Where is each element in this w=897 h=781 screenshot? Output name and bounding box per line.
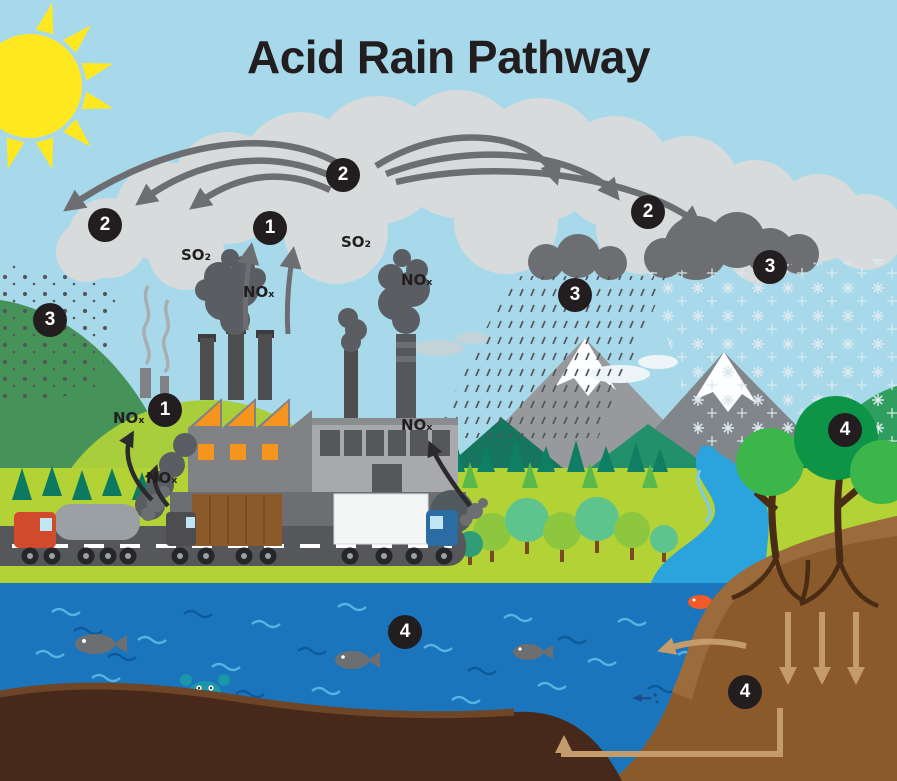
vehicle-emission-arrows — [119, 430, 472, 508]
badge-2-transport-center: 2 — [326, 158, 360, 192]
box-truck — [166, 494, 282, 565]
badge-4-effects-trees: 4 — [828, 413, 862, 447]
truck-exhaust — [141, 486, 488, 526]
groundwater-arrow — [555, 708, 783, 757]
badge-3-deposition-snow: 3 — [753, 250, 787, 284]
label-nox-vehicles-2: NOₓ — [146, 469, 178, 487]
badge-3-deposition-rain: 3 — [558, 278, 592, 312]
rain — [432, 276, 668, 438]
river — [650, 446, 769, 586]
soil-bottom — [0, 682, 622, 781]
label-nox-vehicles-1: NOₓ — [113, 409, 145, 427]
badge-3-deposition-dry: 3 — [33, 303, 67, 337]
tanker-truck — [14, 504, 140, 565]
tree-roots — [731, 557, 879, 609]
badge-1-emissions-vehicles: 1 — [148, 393, 182, 427]
badge-2-transport-right: 2 — [631, 195, 665, 229]
soil-right-bank — [612, 516, 897, 781]
badge-4-effects-soil: 4 — [728, 675, 762, 709]
semi-truck — [333, 493, 458, 565]
round-trees — [457, 497, 678, 565]
label-so2-left: SO₂ — [181, 246, 212, 264]
label-nox-vehicles-3: NOₓ — [401, 416, 433, 434]
cloud-band — [56, 90, 897, 290]
factory-smoke — [135, 249, 430, 520]
leaching-arrows — [657, 612, 865, 685]
label-nox-stack-left: NOₓ — [243, 283, 275, 301]
dead-fish-bits — [632, 693, 659, 704]
badge-2-transport-left: 2 — [88, 208, 122, 242]
label-nox-stack-right: NOₓ — [401, 271, 433, 289]
label-so2-right: SO₂ — [341, 233, 372, 251]
sun-icon — [0, 2, 114, 170]
transport-arrows — [63, 134, 703, 228]
badge-1-emissions-factory: 1 — [253, 211, 287, 245]
diagram-title: Acid Rain Pathway — [246, 31, 651, 83]
factory-emission-arrows — [237, 242, 302, 335]
badge-4-effects-water: 4 — [388, 615, 422, 649]
